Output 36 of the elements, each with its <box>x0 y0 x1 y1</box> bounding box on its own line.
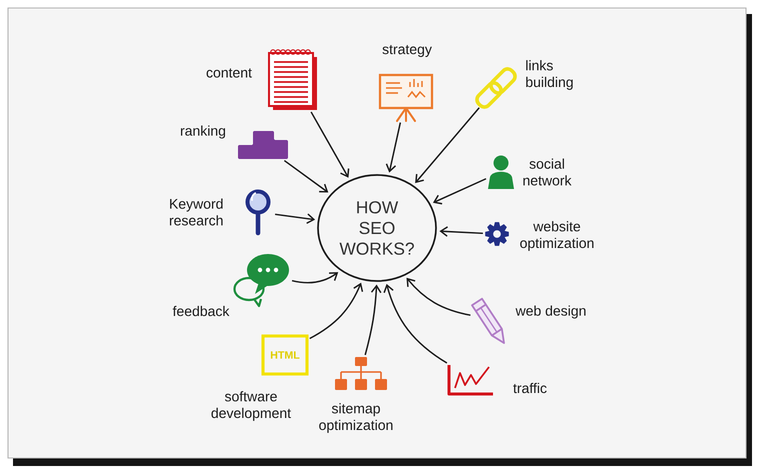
notepad-icon <box>268 49 317 110</box>
person-icon <box>488 156 514 189</box>
icon-label: traffic <box>513 382 547 394</box>
arrow <box>432 178 486 204</box>
icon-label: website optimization <box>520 221 594 251</box>
arrow <box>310 112 350 178</box>
arrow <box>439 226 483 237</box>
arrow <box>383 284 448 364</box>
icon-label: content <box>206 68 252 78</box>
icon-label: social network <box>523 158 572 186</box>
arrow <box>275 213 316 224</box>
icon-label: Keyword research <box>170 198 223 226</box>
icon-label: strategy <box>382 45 432 57</box>
icon-label: links building <box>526 60 573 90</box>
line-chart-icon <box>448 365 493 396</box>
icon-label: feedback <box>172 306 230 316</box>
arrow <box>406 278 471 316</box>
icon-label: sitemap optimization <box>319 403 392 433</box>
podium-icon <box>238 131 288 159</box>
icon-label: web design <box>516 305 586 319</box>
chain-link-icon <box>475 67 517 109</box>
icon-label: ranking <box>180 125 226 139</box>
sitemap-icon <box>335 357 387 390</box>
code-box: HTML <box>261 334 309 376</box>
icon-label: software development <box>212 391 291 421</box>
magnifier-icon <box>246 190 270 236</box>
arrow <box>364 284 382 356</box>
presentation-board-icon <box>378 74 434 122</box>
speech-bubbles-icon <box>233 254 289 308</box>
arrow <box>284 160 328 193</box>
pencil-icon <box>471 298 505 344</box>
arrow <box>386 122 402 173</box>
arrow <box>292 272 338 284</box>
arrow <box>309 282 364 340</box>
gear-icon <box>485 222 509 246</box>
arrow <box>415 107 480 184</box>
